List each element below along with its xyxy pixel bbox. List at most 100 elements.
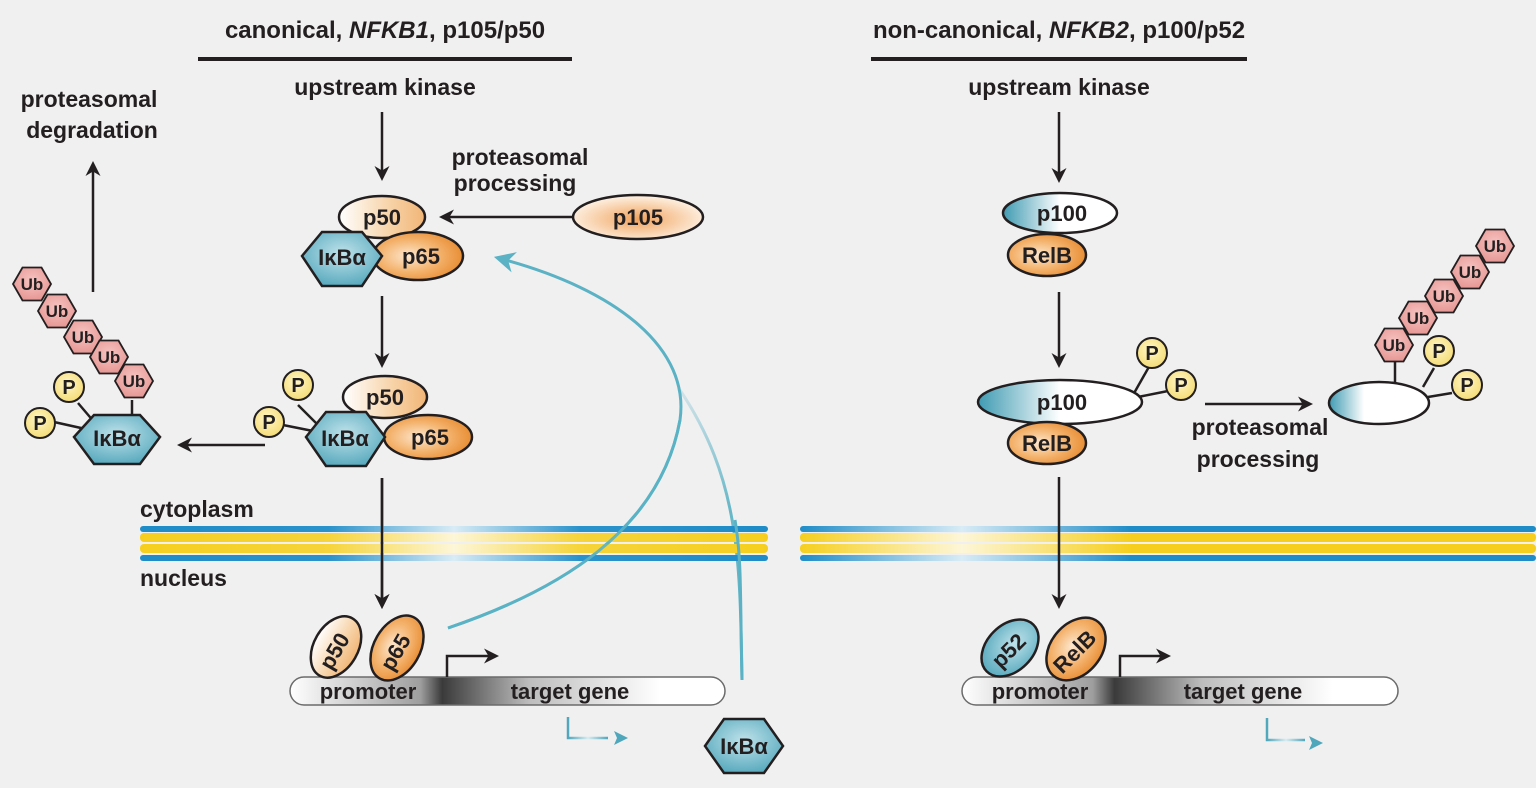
feedback-arrow-dimer-to-complex [447, 252, 683, 630]
phospho-group: P [1451, 369, 1483, 401]
ubiquitin-unit: Ub [1449, 254, 1491, 290]
ubiquitin-label: Ub [1433, 287, 1456, 306]
feedback-line-ikba-overlay [733, 519, 744, 681]
cytoplasm-label: cytoplasm [140, 496, 254, 522]
noncanonical-processing-label-2: processing [1197, 446, 1320, 472]
relb-label: RelB [1022, 431, 1072, 456]
p105-precursor: p105 [571, 193, 705, 241]
noncanonical-upstream-kinase: upstream kinase [968, 74, 1150, 100]
canonical-upstream-kinase: upstream kinase [294, 74, 476, 100]
noncanonical-complex-inactive: p100 RelB [1001, 191, 1119, 278]
p65-label: p65 [402, 244, 440, 269]
ubiquitin-unit: Ub [36, 293, 78, 329]
phospho-label: P [1174, 375, 1187, 397]
phospho-group: P [24, 407, 56, 439]
p105-label: p105 [613, 205, 663, 230]
remnant-subunit [1327, 380, 1431, 426]
p50-label: p50 [366, 385, 404, 410]
ubiquitin-hexagon [36, 293, 78, 329]
ubiquitin-label: Ub [72, 328, 95, 347]
ubiquitin-label: Ub [21, 275, 44, 294]
ubiquitin-hexagon [11, 266, 53, 302]
phospho-group: P [53, 371, 85, 403]
dna-strand [289, 676, 726, 706]
ikba-subunit [72, 413, 162, 466]
ubiquitin-label: Ub [1383, 336, 1406, 355]
phospho-label: P [33, 413, 46, 435]
ubiquitin-unit: Ub [11, 266, 53, 302]
p50-subunit [309, 615, 363, 679]
phospho-group: P [282, 369, 314, 401]
p50-subunit [337, 194, 427, 240]
noncanonical-title: non-canonical, NFKB2, p100/p52 [873, 17, 1245, 44]
ubiquitin-label: Ub [1484, 237, 1507, 256]
canonical-title: canonical, NFKB1, p105/p50 [225, 17, 545, 44]
dna-strand [961, 676, 1399, 706]
canonical-complex-phosphorylated: p50 p65 IκBα P P [253, 369, 474, 468]
feedback-arrow-overlay [447, 419, 682, 630]
ubiquitin-unit: Ub [113, 363, 155, 399]
ikba-label: IκBα [318, 245, 366, 270]
relb-subunit [1045, 616, 1107, 682]
degradation-label-1: proteasomal [21, 86, 158, 112]
p52-subunit [980, 618, 1040, 678]
noncanonical-complex-phosphorylated: p100 RelB P P [976, 337, 1197, 466]
canonical-processing-label-1: proteasomal [452, 144, 589, 170]
phospho-label: P [291, 375, 304, 397]
ubiquitin-hexagon [113, 363, 155, 399]
relb-subunit [1006, 232, 1088, 278]
ubiquitin-hexagon [1474, 228, 1516, 264]
ikba-subunit [300, 230, 384, 288]
transcription-output-arrowhead [614, 731, 628, 745]
ikba-product: IκBα [703, 717, 785, 775]
relb-label: RelB [1022, 243, 1072, 268]
canonical-complex-inactive: p50 p65 IκBα [300, 194, 465, 288]
ubiquitin-hexagon [1423, 278, 1465, 314]
phospho-label: P [1145, 343, 1158, 365]
ubiquitin-unit: Ub [1373, 327, 1415, 363]
canonical-processing-label-2: processing [454, 170, 577, 196]
p100-label: p100 [1037, 201, 1087, 226]
transcription-output-arrow [1265, 718, 1305, 742]
ubiquitin-label: Ub [123, 372, 146, 391]
ubiquitin-label: Ub [1407, 309, 1430, 328]
transcription-output-arrowhead [1309, 736, 1323, 750]
p50-subunit [341, 374, 429, 420]
phospho-label: P [262, 412, 275, 434]
ubiquitin-hexagon [1449, 254, 1491, 290]
ubiquitin-hexagon [1373, 327, 1415, 363]
nucleus-label: nucleus [140, 565, 227, 591]
p100-label: p100 [1037, 390, 1087, 415]
ikba-label: IκBα [321, 426, 369, 451]
ikba-subunit [304, 410, 387, 468]
nuclear-membrane [140, 526, 1536, 561]
canonical-header: canonical, NFKB1, p105/p50 upstream kina… [198, 17, 572, 100]
transcription-output-arrow [566, 717, 608, 740]
canonical-gene-locus: promoter target gene [289, 648, 726, 745]
ubiquitin-label: Ub [46, 302, 69, 321]
phospho-group: P [1136, 337, 1168, 369]
transcription-start-arrow [1118, 648, 1171, 677]
promoter-label: promoter [320, 679, 417, 704]
p65-label: p65 [411, 425, 449, 450]
membrane-right [800, 526, 1536, 561]
phospho-label: P [1432, 341, 1445, 363]
ubiquitin-unit: Ub [1474, 228, 1516, 264]
p50-label: p50 [363, 205, 401, 230]
phospho-group: P [1423, 335, 1455, 367]
target-gene-label: target gene [511, 679, 630, 704]
noncanonical-processing-label-1: proteasomal [1192, 414, 1329, 440]
noncanonical-header: non-canonical, NFKB2, p100/p52 upstream … [871, 17, 1247, 100]
p65-subunit [369, 614, 425, 682]
noncanonical-gene-locus: promoter target gene [961, 648, 1399, 750]
ubiquitin-label: Ub [1459, 263, 1482, 282]
ikba-product-label: IκBα [720, 734, 768, 759]
phospho-label: P [62, 377, 75, 399]
relb-subunit [1006, 420, 1088, 466]
ubiquitin-unit: Ub [1423, 278, 1465, 314]
phospho-group: P [1165, 369, 1197, 401]
